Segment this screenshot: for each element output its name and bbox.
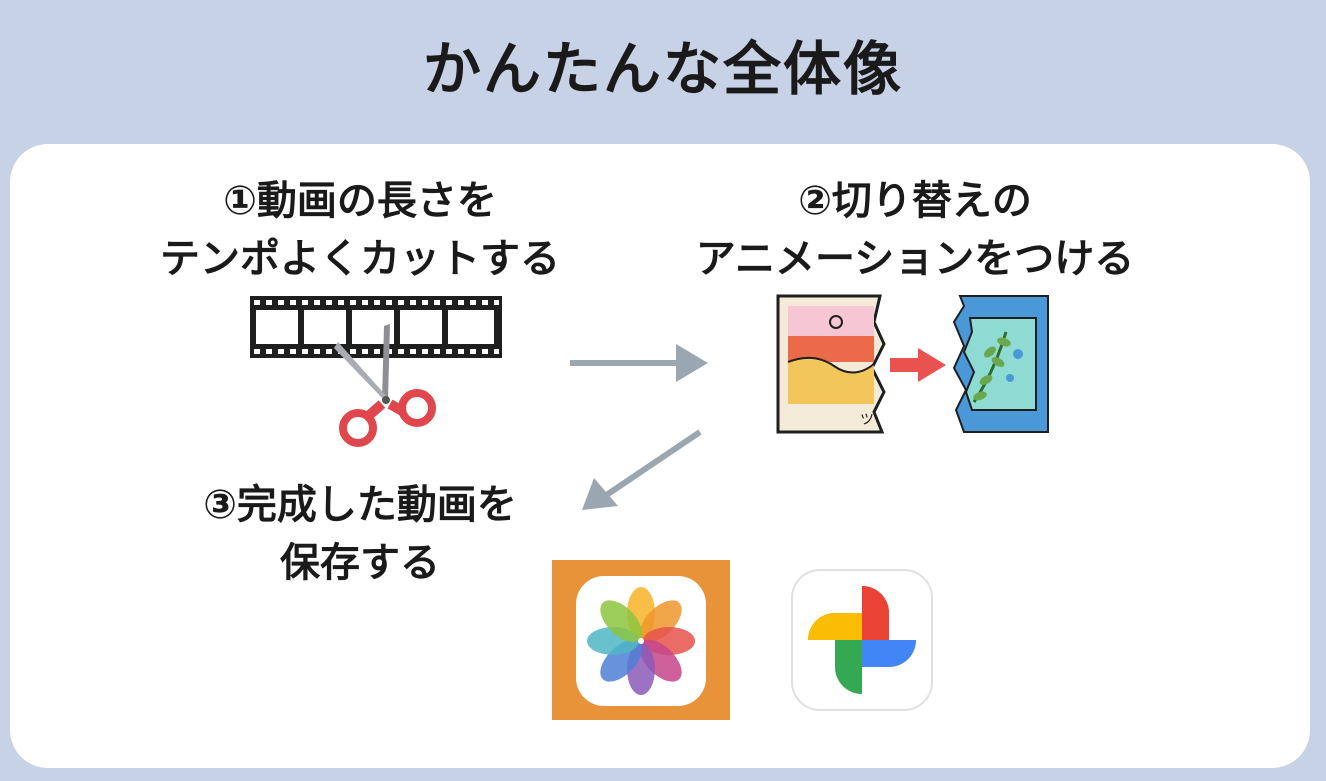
step-1-text: ①動画の長さを テンポよくカットする [120, 172, 600, 288]
step-3-line1: ③完成した動画を [203, 482, 517, 528]
step-1-line2: テンポよくカットする [160, 236, 560, 282]
step-2-text: ②切り替えの アニメーションをつける [660, 172, 1170, 288]
step-3-text: ③完成した動画を 保存する [170, 476, 550, 592]
apple-photos-icon [552, 560, 730, 720]
step-2-line1: ②切り替えの [798, 178, 1032, 224]
google-photos-icon [791, 569, 933, 711]
scissors-icon [334, 324, 436, 447]
arrow-down-left-icon [582, 429, 702, 510]
step-3-line2: 保存する [280, 540, 440, 586]
step-1-line1: ①動画の長さを [223, 178, 497, 224]
step-2-line2: アニメーションをつける [695, 236, 1135, 282]
svg-text:ツ: ツ [860, 412, 874, 428]
page-title: かんたんな全体像 [422, 35, 903, 103]
arrow-right-icon [570, 344, 708, 382]
picture-transition-icon: ツ [776, 294, 1049, 434]
